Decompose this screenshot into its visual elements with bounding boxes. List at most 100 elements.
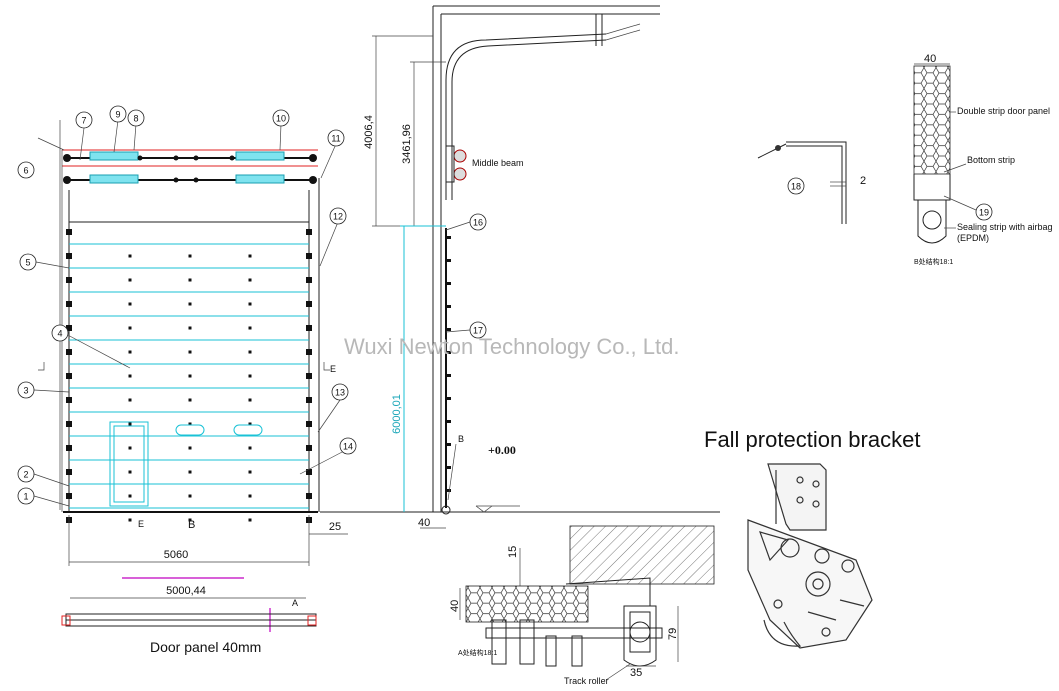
callout-number: 16 xyxy=(473,218,483,228)
side-roller xyxy=(447,351,451,354)
watermark: Wuxi Newton Technology Co., Ltd. xyxy=(344,334,679,359)
hinge-mark xyxy=(248,398,252,402)
side-roller xyxy=(447,397,451,400)
hinge-mark xyxy=(248,278,252,282)
callout-number: 9 xyxy=(115,110,120,120)
callout-number: 19 xyxy=(979,208,989,218)
height-inner: 3461,96 xyxy=(401,124,413,164)
roller-bracket xyxy=(306,253,312,259)
side-roller xyxy=(447,489,451,492)
roller-bracket xyxy=(306,277,312,283)
width-dim: 5060 xyxy=(164,549,188,561)
track-roller-label: Track roller xyxy=(564,676,609,686)
hinge-mark xyxy=(128,374,132,378)
roller-bracket xyxy=(66,397,72,403)
hinge-mark xyxy=(188,398,192,402)
hinge-mark xyxy=(248,422,252,426)
detail-a-dim-79: 79 xyxy=(667,628,679,640)
hinge-mark xyxy=(188,278,192,282)
hinge-mark xyxy=(248,374,252,378)
hinge-mark xyxy=(128,446,132,450)
callout-6: 6 xyxy=(17,161,35,179)
side-roller xyxy=(447,443,451,446)
hinge-mark xyxy=(188,470,192,474)
side-roller xyxy=(447,374,451,377)
hinge-mark xyxy=(188,350,192,354)
hinge-mark xyxy=(188,494,192,498)
hinge-mark xyxy=(128,398,132,402)
roller-bracket xyxy=(306,493,312,499)
hinge-mark xyxy=(248,494,252,498)
side-roller xyxy=(447,328,451,331)
top-dim: 5000,44 xyxy=(166,585,206,597)
hinge-mark xyxy=(248,518,252,522)
side-roller xyxy=(447,282,451,285)
detail-a-dim-15: 15 xyxy=(507,546,519,558)
callout-13: 13 xyxy=(331,383,349,401)
detail-b: 40 Double strip door panel Bottom strip … xyxy=(913,53,1053,266)
roller-bracket xyxy=(66,301,72,307)
section-marker-left: E xyxy=(138,519,144,529)
callout-number: 11 xyxy=(331,134,340,144)
bottom-marker: B xyxy=(188,519,195,531)
profile-18: 2 18 xyxy=(757,141,866,224)
side-section: Middle beam 4006,4 3461,96 6000,01 +0.00… xyxy=(363,5,660,529)
roller-bracket xyxy=(306,229,312,235)
side-roller xyxy=(447,466,451,469)
side-roller xyxy=(447,305,451,308)
plan-view: 5000,44 A Door panel 40mm xyxy=(61,577,317,655)
hinge-mark xyxy=(248,254,252,258)
roller-bracket xyxy=(66,421,72,427)
roller-bracket xyxy=(66,493,72,499)
roller-bracket xyxy=(306,325,312,331)
plan-caption: Door panel 40mm xyxy=(150,639,261,655)
middle-beam-label: Middle beam xyxy=(472,158,524,168)
roller-bracket xyxy=(66,469,72,475)
callout-number: 13 xyxy=(335,388,345,398)
hinge-mark xyxy=(248,326,252,330)
label-sealing-sub: (EPDM) xyxy=(957,233,989,243)
roller-bracket xyxy=(66,325,72,331)
callout-number: 1 xyxy=(23,492,28,502)
roller-bracket xyxy=(306,445,312,451)
bracket-illustration xyxy=(747,463,873,649)
side-dim: 25 xyxy=(329,521,341,533)
hinge-mark xyxy=(188,374,192,378)
callout-10: 10 xyxy=(272,109,290,127)
hinge-mark xyxy=(188,518,192,522)
plan-marker: A xyxy=(292,598,298,608)
roller-bracket xyxy=(306,397,312,403)
roller-bracket xyxy=(306,301,312,307)
bracket-title: Fall protection bracket xyxy=(704,427,920,452)
callout-number: 17 xyxy=(473,326,483,336)
thickness-dim: 2 xyxy=(860,175,866,187)
roller-bracket xyxy=(306,373,312,379)
detail-a-caption: A处结构18:1 xyxy=(458,648,497,657)
hinge-mark xyxy=(188,422,192,426)
hinge-mark xyxy=(248,446,252,450)
detail-b-caption: B处结构18:1 xyxy=(914,257,953,266)
detail-a: 15 40 79 35 Track roller A处结构18:1 xyxy=(449,525,715,686)
fall-protection-bracket: Fall protection bracket xyxy=(704,427,920,649)
hinge-mark xyxy=(128,470,132,474)
hinge-mark xyxy=(128,350,132,354)
height-door: 6000,01 xyxy=(391,394,403,434)
height-upper: 4006,4 xyxy=(363,115,375,149)
callout-number: 14 xyxy=(343,442,353,452)
hinge-mark xyxy=(128,518,132,522)
detail-b-width: 40 xyxy=(924,53,936,65)
callout-3: 3 xyxy=(17,381,35,399)
hinge-mark xyxy=(128,278,132,282)
marker-b: B xyxy=(458,434,464,444)
detail-a-dim-35: 35 xyxy=(630,667,642,679)
callout-2: 2 xyxy=(17,465,35,483)
hinge-mark xyxy=(248,302,252,306)
hinge-mark xyxy=(128,422,132,426)
roller-bracket xyxy=(66,229,72,235)
callout-19: 19 xyxy=(975,203,993,221)
hinge-mark xyxy=(128,326,132,330)
callout-number: 7 xyxy=(81,116,86,126)
base-dim: 40 xyxy=(418,517,430,529)
callout-5: 5 xyxy=(19,253,37,271)
roller-bracket xyxy=(66,277,72,283)
